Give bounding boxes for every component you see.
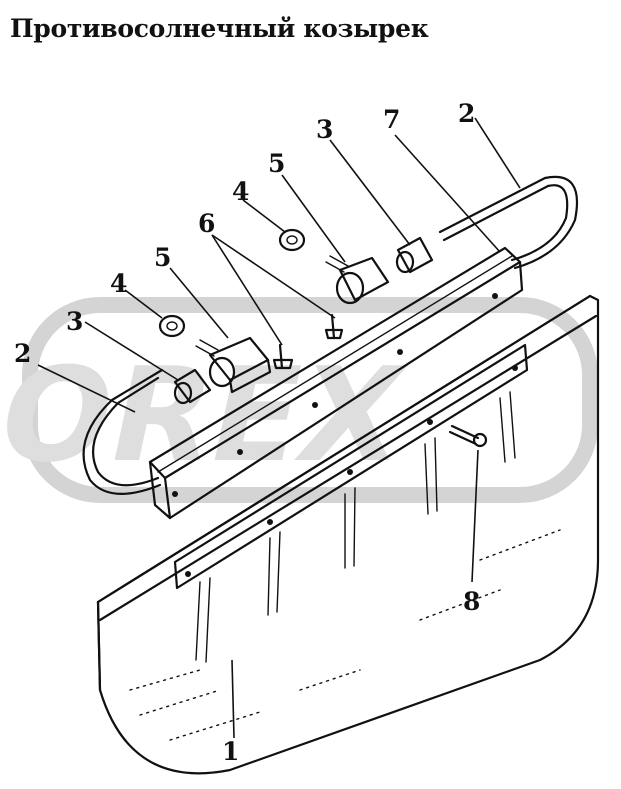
page-title: Противосолнечный козырек: [10, 14, 429, 43]
callout-5-left: 5: [154, 243, 171, 272]
callout-1: 1: [222, 737, 239, 766]
callout-2-left: 2: [14, 339, 31, 368]
callout-4-right: 4: [232, 177, 249, 206]
bushing-left: [173, 368, 212, 405]
wire-rod-right: [438, 175, 579, 270]
hinge-block-left: [195, 336, 272, 394]
visor-panel: [96, 294, 600, 775]
leader-lines: [37, 117, 521, 739]
bushing-right: [395, 236, 434, 274]
callout-3-right: 3: [316, 115, 333, 144]
mounting-rail: [148, 246, 524, 520]
screw-right: [324, 313, 344, 340]
callout-2-right: 2: [458, 99, 475, 128]
callout-7: 7: [383, 105, 400, 134]
screw-left: [272, 343, 294, 370]
washer-left: [158, 314, 186, 338]
wire-rod-left: [82, 368, 164, 495]
callout-4-left: 4: [110, 269, 127, 298]
callout-6: 6: [198, 209, 215, 238]
callout-3-left: 3: [66, 307, 83, 336]
callout-5-right: 5: [268, 149, 285, 178]
hinge-block-right: [325, 255, 390, 305]
callout-labels: 1 2 2 3 3 4 4 5 5 6 7 8: [14, 99, 480, 766]
callout-8: 8: [463, 587, 480, 616]
washer-right: [278, 228, 306, 252]
pin: [448, 424, 488, 448]
